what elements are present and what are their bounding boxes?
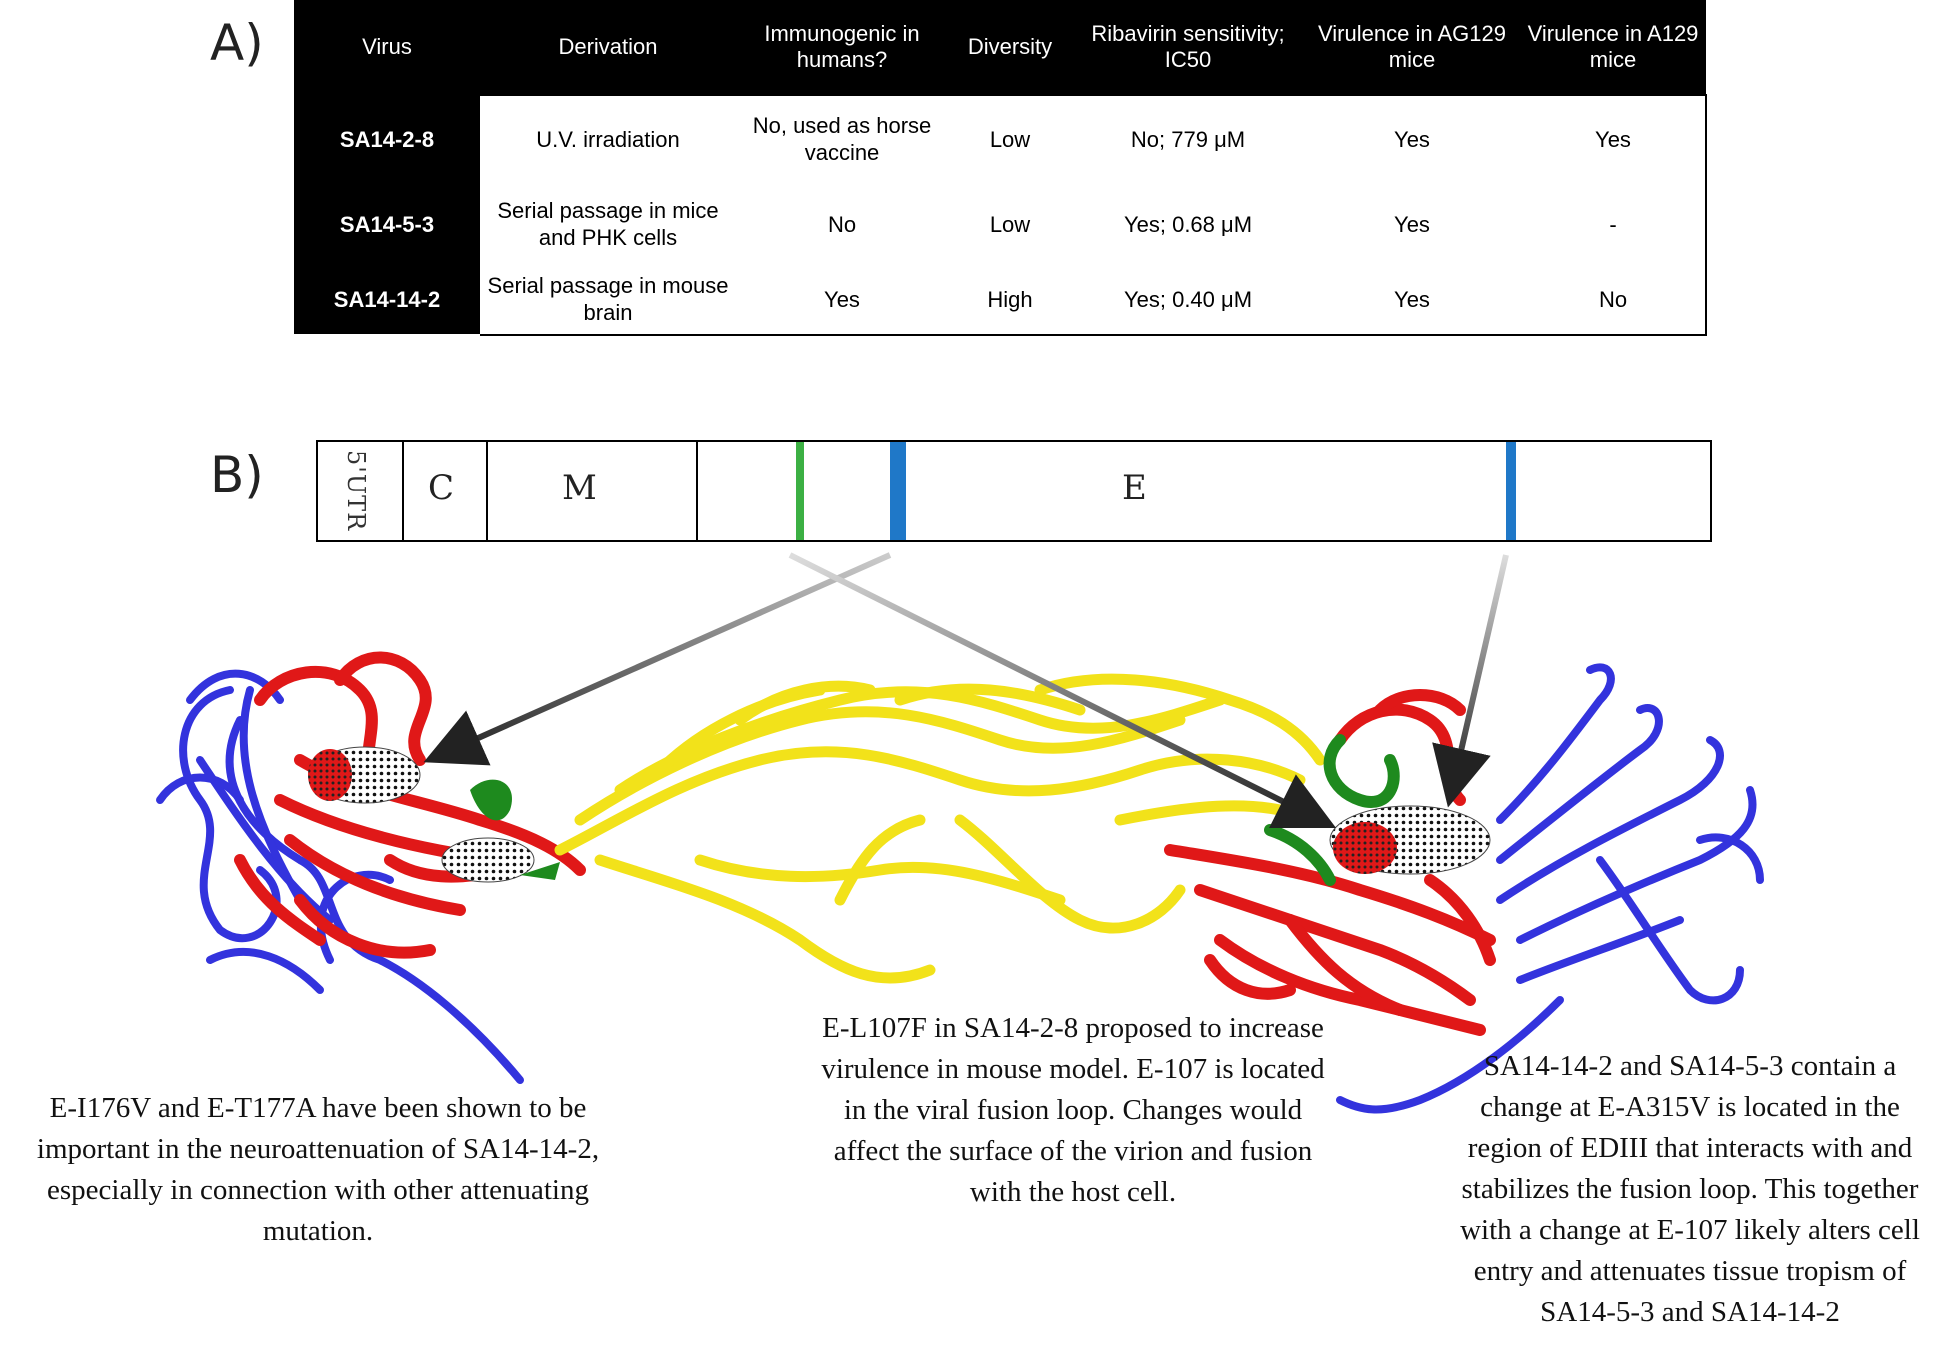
segment-label-5utr: 5'UTR	[342, 450, 370, 532]
table-cell: Yes	[1304, 94, 1520, 184]
annotation-left: E-I176V and E-T177A have been shown to b…	[36, 1092, 600, 1247]
table-header-row: Virus Derivation Immunogenic in humans? …	[294, 0, 1706, 94]
table-cell: No, used as horse vaccine	[736, 94, 948, 184]
table-cell: Serial passage in mouse brain	[480, 264, 736, 334]
mutation-marker-blue	[890, 442, 906, 540]
table-row: SA14-14-2 Serial passage in mouse brain …	[294, 264, 1706, 334]
domain-iii-left	[156, 669, 524, 1084]
arrow-to-right-site	[1432, 554, 1509, 808]
table-cell: Low	[948, 184, 1072, 264]
panel-b-label: B)	[210, 446, 264, 504]
header-virulence-a129: Virulence in A129 mice	[1520, 0, 1706, 94]
row-virus-name: SA14-14-2	[294, 264, 480, 334]
table-cell: Yes; 0.40 μM	[1072, 264, 1304, 334]
arrow-to-left-site	[423, 552, 892, 766]
mutation-marker-green	[796, 442, 804, 540]
segment-divider	[486, 442, 488, 540]
header-ribavirin: Ribavirin sensitivity; IC50	[1072, 0, 1304, 94]
fusion-loop-left	[520, 862, 560, 880]
table-cell: -	[1520, 184, 1706, 264]
domain-i-right	[1164, 689, 1496, 1036]
domain-iii-right	[1336, 663, 1764, 1114]
annotation-right: SA14-14-2 and SA14-5-3 contain a change …	[1460, 1050, 1920, 1328]
virus-comparison-table: Virus Derivation Immunogenic in humans? …	[294, 0, 1706, 334]
table-cell: U.V. irradiation	[480, 94, 736, 184]
segment-label-e: E	[1122, 468, 1147, 508]
mutation-site-176-177-red	[308, 749, 352, 801]
table-cell: Yes	[736, 264, 948, 334]
fusion-loop-left	[470, 779, 512, 821]
header-diversity: Diversity	[948, 0, 1072, 94]
table-cell: Yes	[1304, 184, 1520, 264]
mutation-site-107-red	[1333, 822, 1397, 874]
table-cell: Low	[948, 94, 1072, 184]
table-cell: High	[948, 264, 1072, 334]
table-row: SA14-5-3 Serial passage in mice and PHK …	[294, 184, 1706, 264]
table-cell: Yes	[1304, 264, 1520, 334]
segment-label-c: C	[428, 468, 455, 508]
header-derivation: Derivation	[480, 0, 736, 94]
header-virus: Virus	[294, 0, 480, 94]
table-cell: No; 779 μM	[1072, 94, 1304, 184]
segment-label-m: M	[562, 468, 597, 508]
table-cell: No	[1520, 264, 1706, 334]
segment-divider	[696, 442, 698, 540]
table-cell: Yes	[1520, 94, 1706, 184]
header-immunogenic: Immunogenic in humans?	[736, 0, 948, 94]
annotation-middle: E-L107F in SA14-2-8 proposed to increase…	[821, 1012, 1325, 1208]
fusion-loop-right	[1264, 734, 1400, 886]
row-virus-name: SA14-2-8	[294, 94, 480, 184]
row-virus-name: SA14-5-3	[294, 184, 480, 264]
segment-divider	[402, 442, 404, 540]
table-cell: Serial passage in mice and PHK cells	[480, 184, 736, 264]
mutation-site-176-177-lower	[441, 837, 535, 883]
domain-i-left	[234, 651, 586, 959]
mutation-marker-blue	[1506, 442, 1516, 540]
domain-ii	[554, 673, 1326, 984]
arrow-to-fusion-loop	[788, 552, 1337, 829]
table-cell: No	[736, 184, 948, 264]
table-cell: Yes; 0.68 μM	[1072, 184, 1304, 264]
panel-a-label: A)	[210, 14, 264, 72]
table-row: SA14-2-8 U.V. irradiation No, used as ho…	[294, 94, 1706, 184]
genome-map: 5'UTR C M E	[316, 440, 1712, 542]
header-virulence-ag129: Virulence in AG129 mice	[1304, 0, 1520, 94]
